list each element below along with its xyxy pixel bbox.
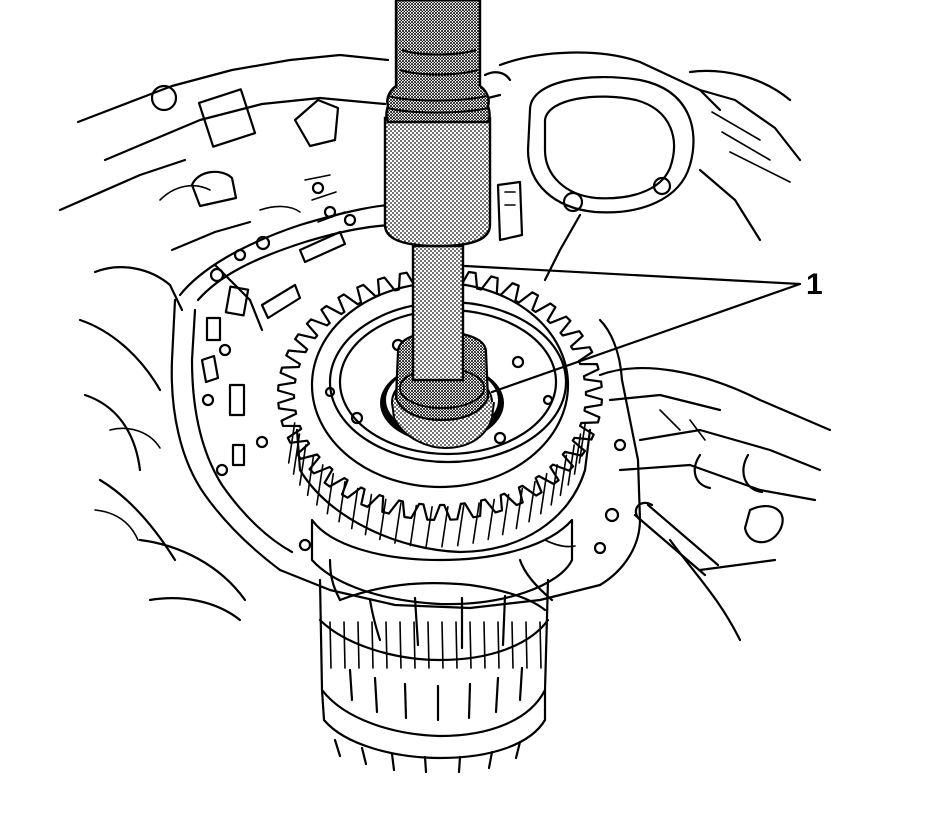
installer-tool <box>383 0 492 382</box>
callout-label: 1 <box>806 268 823 301</box>
clutch-hub-assembly <box>310 518 576 774</box>
callout-1: 1 <box>463 264 823 394</box>
transmission-case <box>58 51 832 642</box>
housing-gasket-plate <box>170 181 642 610</box>
